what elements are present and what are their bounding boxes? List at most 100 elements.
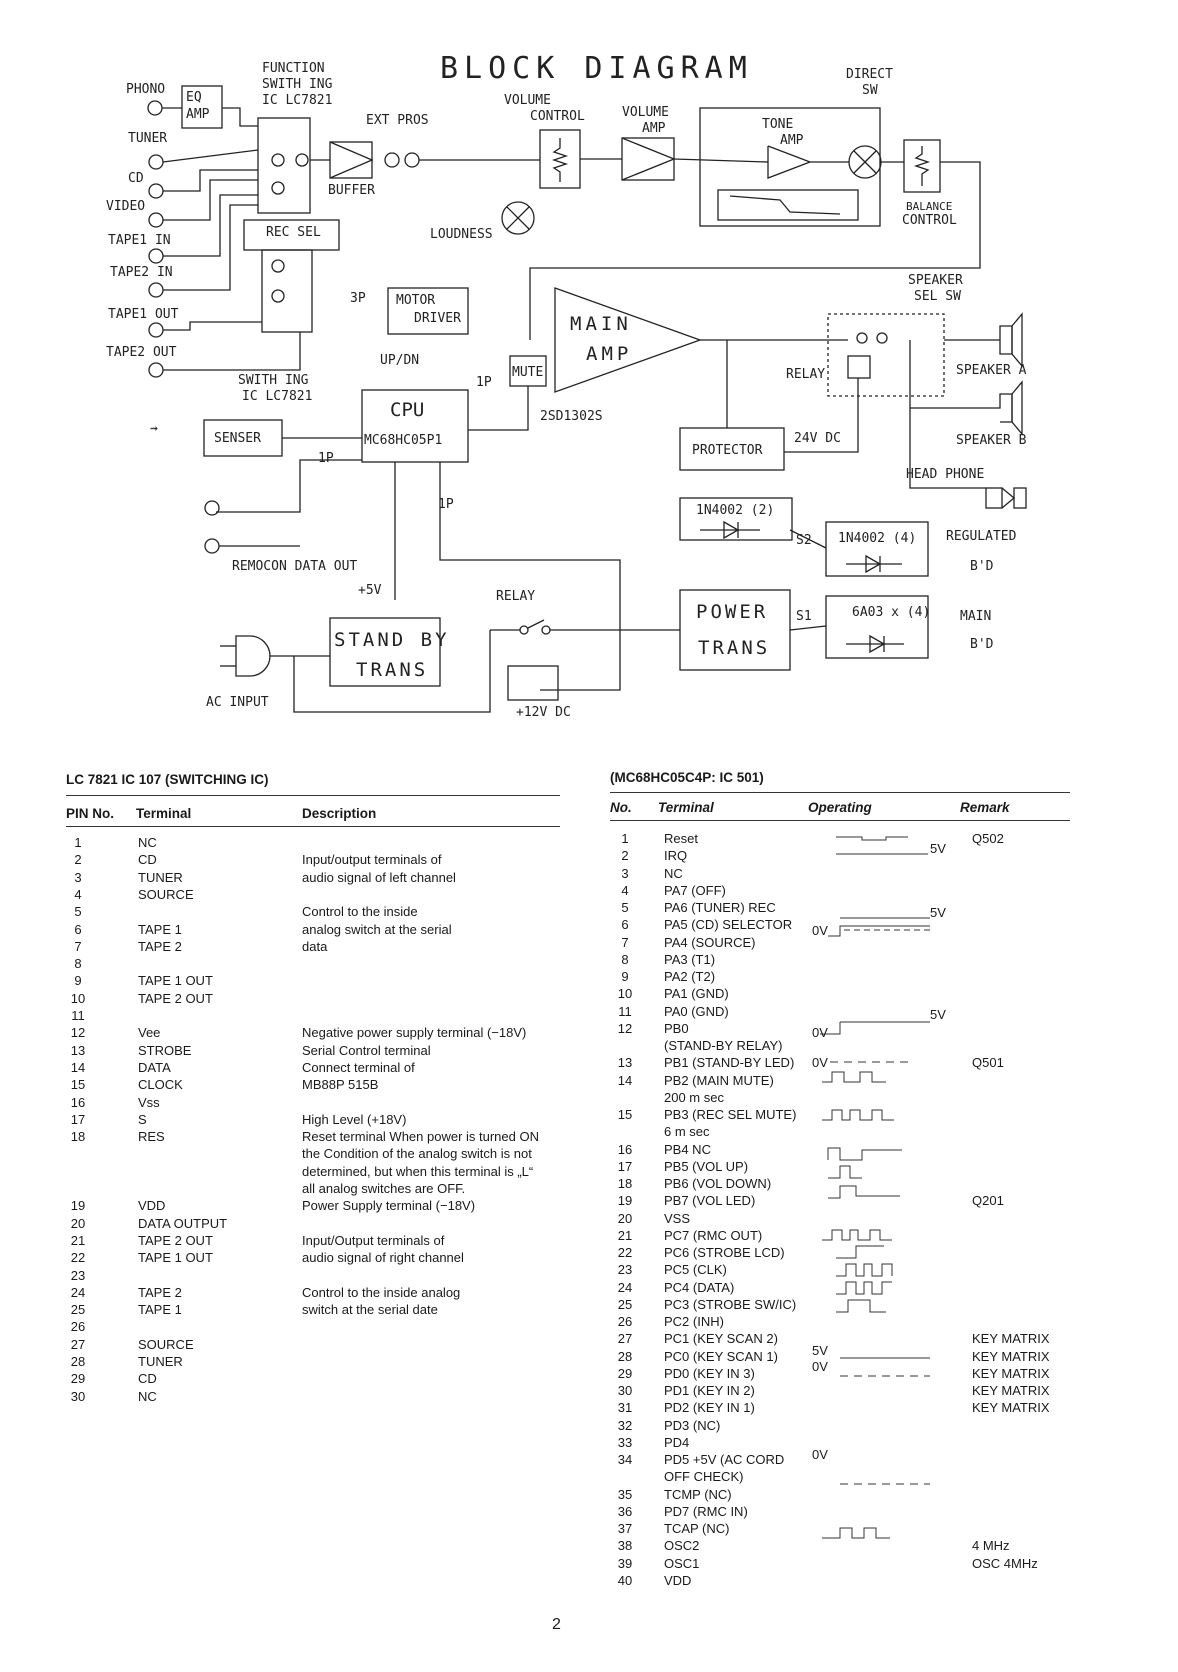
diode2-label: 1N4002 (4) xyxy=(838,531,916,546)
ic501-terminal: PB2 (MAIN MUTE) xyxy=(664,1072,774,1088)
function-switch-block xyxy=(257,117,311,214)
op-5v-d: 5V xyxy=(812,1343,828,1358)
ic501-pin-number: 39 xyxy=(617,1555,633,1571)
ic501-terminal: PD5 +5V (AC CORD xyxy=(664,1452,785,1467)
pin-description: switch at the serial date xyxy=(302,1302,438,1318)
pin-number: 9 xyxy=(74,973,82,989)
op-0v-e: 0V xyxy=(812,1447,828,1462)
diode2-block xyxy=(825,521,929,577)
operating-waveforms xyxy=(820,836,930,1539)
pin-description: Serial Control terminal xyxy=(302,1042,431,1058)
ic501-terminal: PC5 (CLK) xyxy=(664,1262,727,1278)
ic501-pin-number: 21 xyxy=(617,1227,633,1243)
ic501-terminal: PD0 (KEY IN 3) xyxy=(664,1365,755,1381)
volume-amp-label: VOLUME xyxy=(622,105,669,120)
buffer-label: BUFFER xyxy=(328,183,375,198)
pin-description: determined, but when this terminal is „L… xyxy=(302,1163,534,1179)
op-5v-a: 5V xyxy=(930,841,946,856)
up-dn-label: UP/DN xyxy=(380,353,419,368)
pin-terminal: DATA OUTPUT xyxy=(138,1215,228,1231)
ic501-pin-number: 23 xyxy=(617,1262,633,1278)
pin-number: 21 xyxy=(70,1232,86,1248)
pin-terminal: Vss xyxy=(138,1094,160,1110)
ic501-terminal: IRQ xyxy=(664,848,688,864)
pin-number: 28 xyxy=(70,1354,86,1369)
ic501-terminal: PC4 (DATA) xyxy=(664,1279,735,1295)
svg-text:AMP: AMP xyxy=(586,343,632,365)
tuner-label: TUNER xyxy=(128,131,167,146)
headphone-label: HEAD PHONE xyxy=(906,467,984,482)
sensor-arrow-icon: ⇝ xyxy=(150,421,158,436)
pin-description: data xyxy=(302,938,328,954)
bd2-label: B'D xyxy=(970,637,994,652)
ic501-terminal: PC1 (KEY SCAN 2) xyxy=(664,1331,778,1347)
cd-label: CD xyxy=(128,171,144,186)
relay-label: RELAY xyxy=(786,367,825,382)
ic501-terminal: NC xyxy=(664,865,683,881)
p1-label-c: 1P xyxy=(438,497,454,512)
ic501-pin-number: 17 xyxy=(617,1158,633,1174)
description-header: Description xyxy=(302,806,377,821)
pin-number: 3 xyxy=(74,869,82,885)
pin-description: analog switch at the serial xyxy=(302,921,452,937)
cpu-chip-label: MC68HC05P1 xyxy=(364,433,442,448)
pin-terminal: TAPE 2 xyxy=(138,1284,182,1300)
ic501-pin-number: 40 xyxy=(617,1572,633,1588)
tape1-in-jack xyxy=(148,248,164,264)
balance-label: BALANCE xyxy=(906,200,952,213)
svg-text:MOTOR: MOTOR xyxy=(396,293,435,308)
ic501-pin-number: 31 xyxy=(617,1400,633,1416)
motor-driver-block xyxy=(387,287,469,335)
diode3-label: 6A03 x (4) xyxy=(852,605,930,620)
pin-number: 4 xyxy=(74,886,82,902)
op-0v-b: 0V xyxy=(812,1025,828,1040)
p1-label-b: 1P xyxy=(318,451,334,466)
ic501-pin-number: 18 xyxy=(617,1176,633,1191)
ic501-terminal: PC0 (KEY SCAN 1) xyxy=(664,1348,778,1364)
pin-description: Input/Output terminals of xyxy=(302,1232,445,1248)
pin-terminal: NC xyxy=(138,835,157,850)
loudness-label: LOUDNESS xyxy=(430,227,493,242)
ic501-terminal: PA0 (GND) xyxy=(664,1003,729,1019)
ac-input-label: AC INPUT xyxy=(206,695,269,710)
ic501-terminal: TCMP (NC) xyxy=(664,1486,732,1502)
ic501-pin-number: 26 xyxy=(617,1314,633,1329)
ic501-pin-number: 35 xyxy=(617,1486,633,1502)
ic501-remark: Q201 xyxy=(972,1193,1004,1209)
ic501-pin-number: 9 xyxy=(621,969,629,984)
op-0v-a: 0V xyxy=(812,923,828,938)
ic501-terminal: PB3 (REC SEL MUTE) xyxy=(664,1107,797,1122)
s1-label: S1 xyxy=(796,609,812,624)
speaker-a-label: SPEAKER A xyxy=(956,363,1027,378)
ic501-terminal: PA5 (CD) SELECTOR xyxy=(664,917,793,933)
ic501-remark: Q502 xyxy=(972,831,1004,846)
ic501-pin-number: 14 xyxy=(617,1072,633,1088)
diode1-label: 1N4002 (2) xyxy=(696,503,774,518)
ic501-pin-number: 12 xyxy=(617,1020,633,1036)
ic501-terminal: PA2 (T2) xyxy=(664,969,716,984)
pin-description: MB88P 515B xyxy=(302,1077,379,1093)
svg-text:TRANS: TRANS xyxy=(698,637,770,659)
ic501-terminal: PD4 xyxy=(664,1434,690,1450)
ic501-pin-number: 36 xyxy=(617,1503,633,1519)
ic501-pin-number: 29 xyxy=(617,1365,633,1381)
plus5v-label: +5V xyxy=(358,583,382,598)
ic501-terminal: PB0 xyxy=(664,1020,689,1036)
pin-terminal: TAPE 1 xyxy=(138,921,182,937)
diode1-block xyxy=(679,497,793,541)
pin-description: High Level (+18V) xyxy=(302,1111,407,1127)
terminal-header-r: Terminal xyxy=(658,800,714,815)
pin-terminal: VDD xyxy=(138,1198,166,1214)
svg-text:IC LC7821: IC LC7821 xyxy=(242,389,312,404)
phono-jack xyxy=(147,100,163,116)
cd-jack xyxy=(148,183,164,199)
pin-number: 18 xyxy=(70,1129,86,1145)
op-5v-c: 5V xyxy=(930,1007,946,1022)
pin-terminal: SOURCE xyxy=(138,886,194,902)
svg-text:SEL SW: SEL SW xyxy=(914,289,961,304)
svg-text:IC LC7821: IC LC7821 xyxy=(262,93,332,108)
rec-sel-block xyxy=(261,249,313,333)
ac-plug-icon xyxy=(235,635,271,677)
pin-number: 13 xyxy=(70,1042,86,1058)
ic501-terminal: PA1 (GND) xyxy=(664,986,729,1002)
